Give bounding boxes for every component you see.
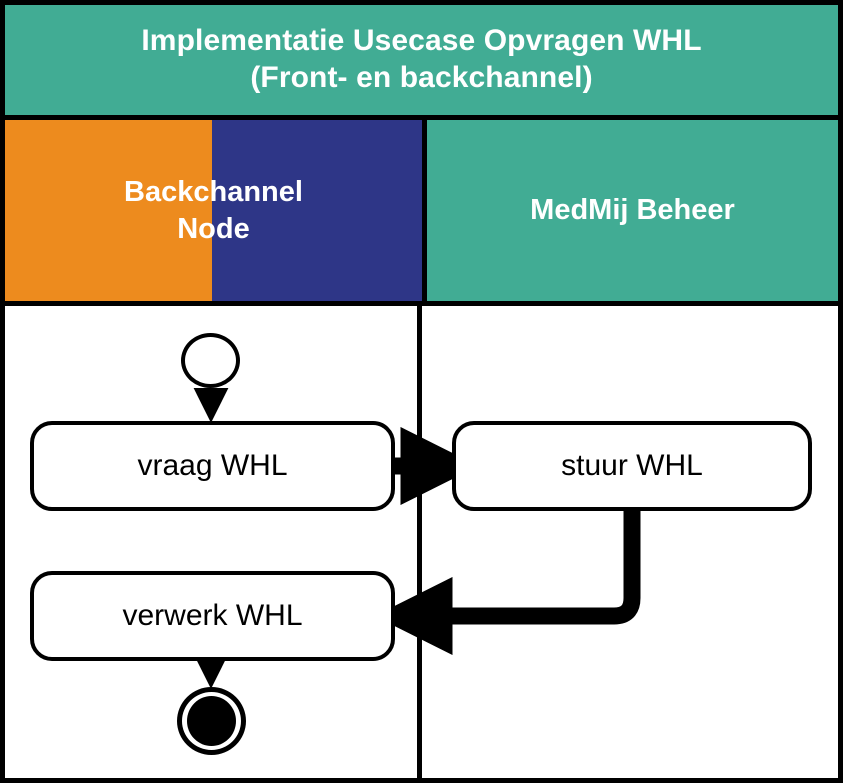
lane-header-divider [422,120,427,301]
end-event-node[interactable] [177,687,246,755]
end-event-fill [187,696,236,746]
diagram-title: Implementatie Usecase Opvragen WHL (Fron… [141,24,702,94]
lane-accent-strip-orange [5,120,212,301]
activity-stuur-whl[interactable]: stuur WHL [452,421,812,511]
edge-stuur-whl-to-verwerk-whl [374,511,641,656]
activity-vraag-whl[interactable]: vraag WHL [30,421,395,511]
activity-verwerk-whl[interactable]: verwerk WHL [30,571,395,661]
lane-label-medmij-beheer: MedMij Beheer [530,194,735,227]
lane-header-band: Backchannel Node MedMij Beheer [5,120,838,301]
lane-header-medmij-beheer: MedMij Beheer [427,120,838,301]
diagram-title-band: Implementatie Usecase Opvragen WHL (Fron… [5,5,838,115]
pool-body: vraag WHL stuur WHL verwerk WHL [5,306,838,778]
activity-label-verwerk-whl: verwerk WHL [122,599,303,632]
edge-layer [193,387,641,689]
activity-label-vraag-whl: vraag WHL [137,449,288,482]
lane-header-backchannel-node: Backchannel Node [5,120,422,301]
flow-layer: vraag WHL stuur WHL verwerk WHL [5,306,838,778]
activity-label-stuur-whl: stuur WHL [561,449,703,482]
lane-label-backchannel-node: Backchannel Node [124,176,303,245]
start-event-node[interactable] [181,333,240,388]
